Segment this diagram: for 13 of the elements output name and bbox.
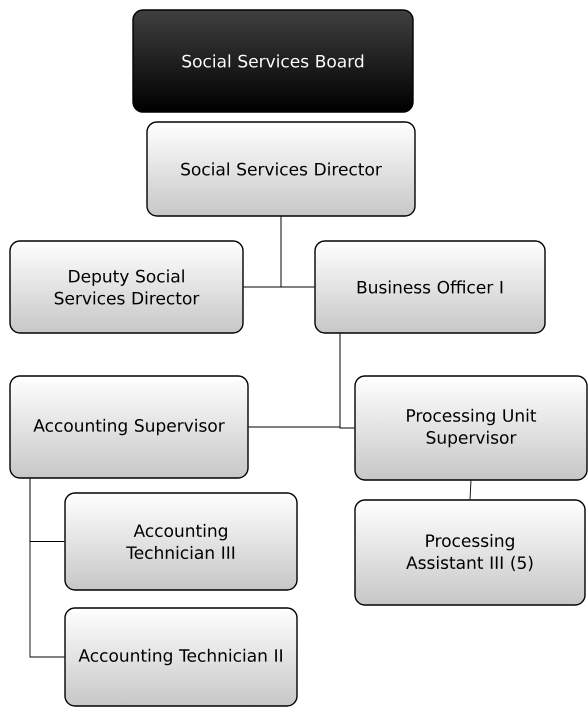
position-box: Accounting Technician III xyxy=(64,492,298,591)
position-box: Accounting Supervisor xyxy=(9,375,249,479)
connector-line xyxy=(280,216,315,288)
board-box: Social Services Board xyxy=(132,9,414,113)
position-box: Deputy Social Services Director xyxy=(9,240,244,334)
connector-line xyxy=(340,333,355,428)
connector-line xyxy=(30,478,65,658)
position-box: Processing Unit Supervisor xyxy=(354,375,588,481)
position-box: Accounting Technician II xyxy=(64,607,298,707)
connector-line xyxy=(470,480,472,500)
position-box: Business Officer I xyxy=(314,240,546,334)
position-box: Social Services Director xyxy=(146,121,416,217)
position-box: Processing Assistant III (5) xyxy=(354,499,586,606)
